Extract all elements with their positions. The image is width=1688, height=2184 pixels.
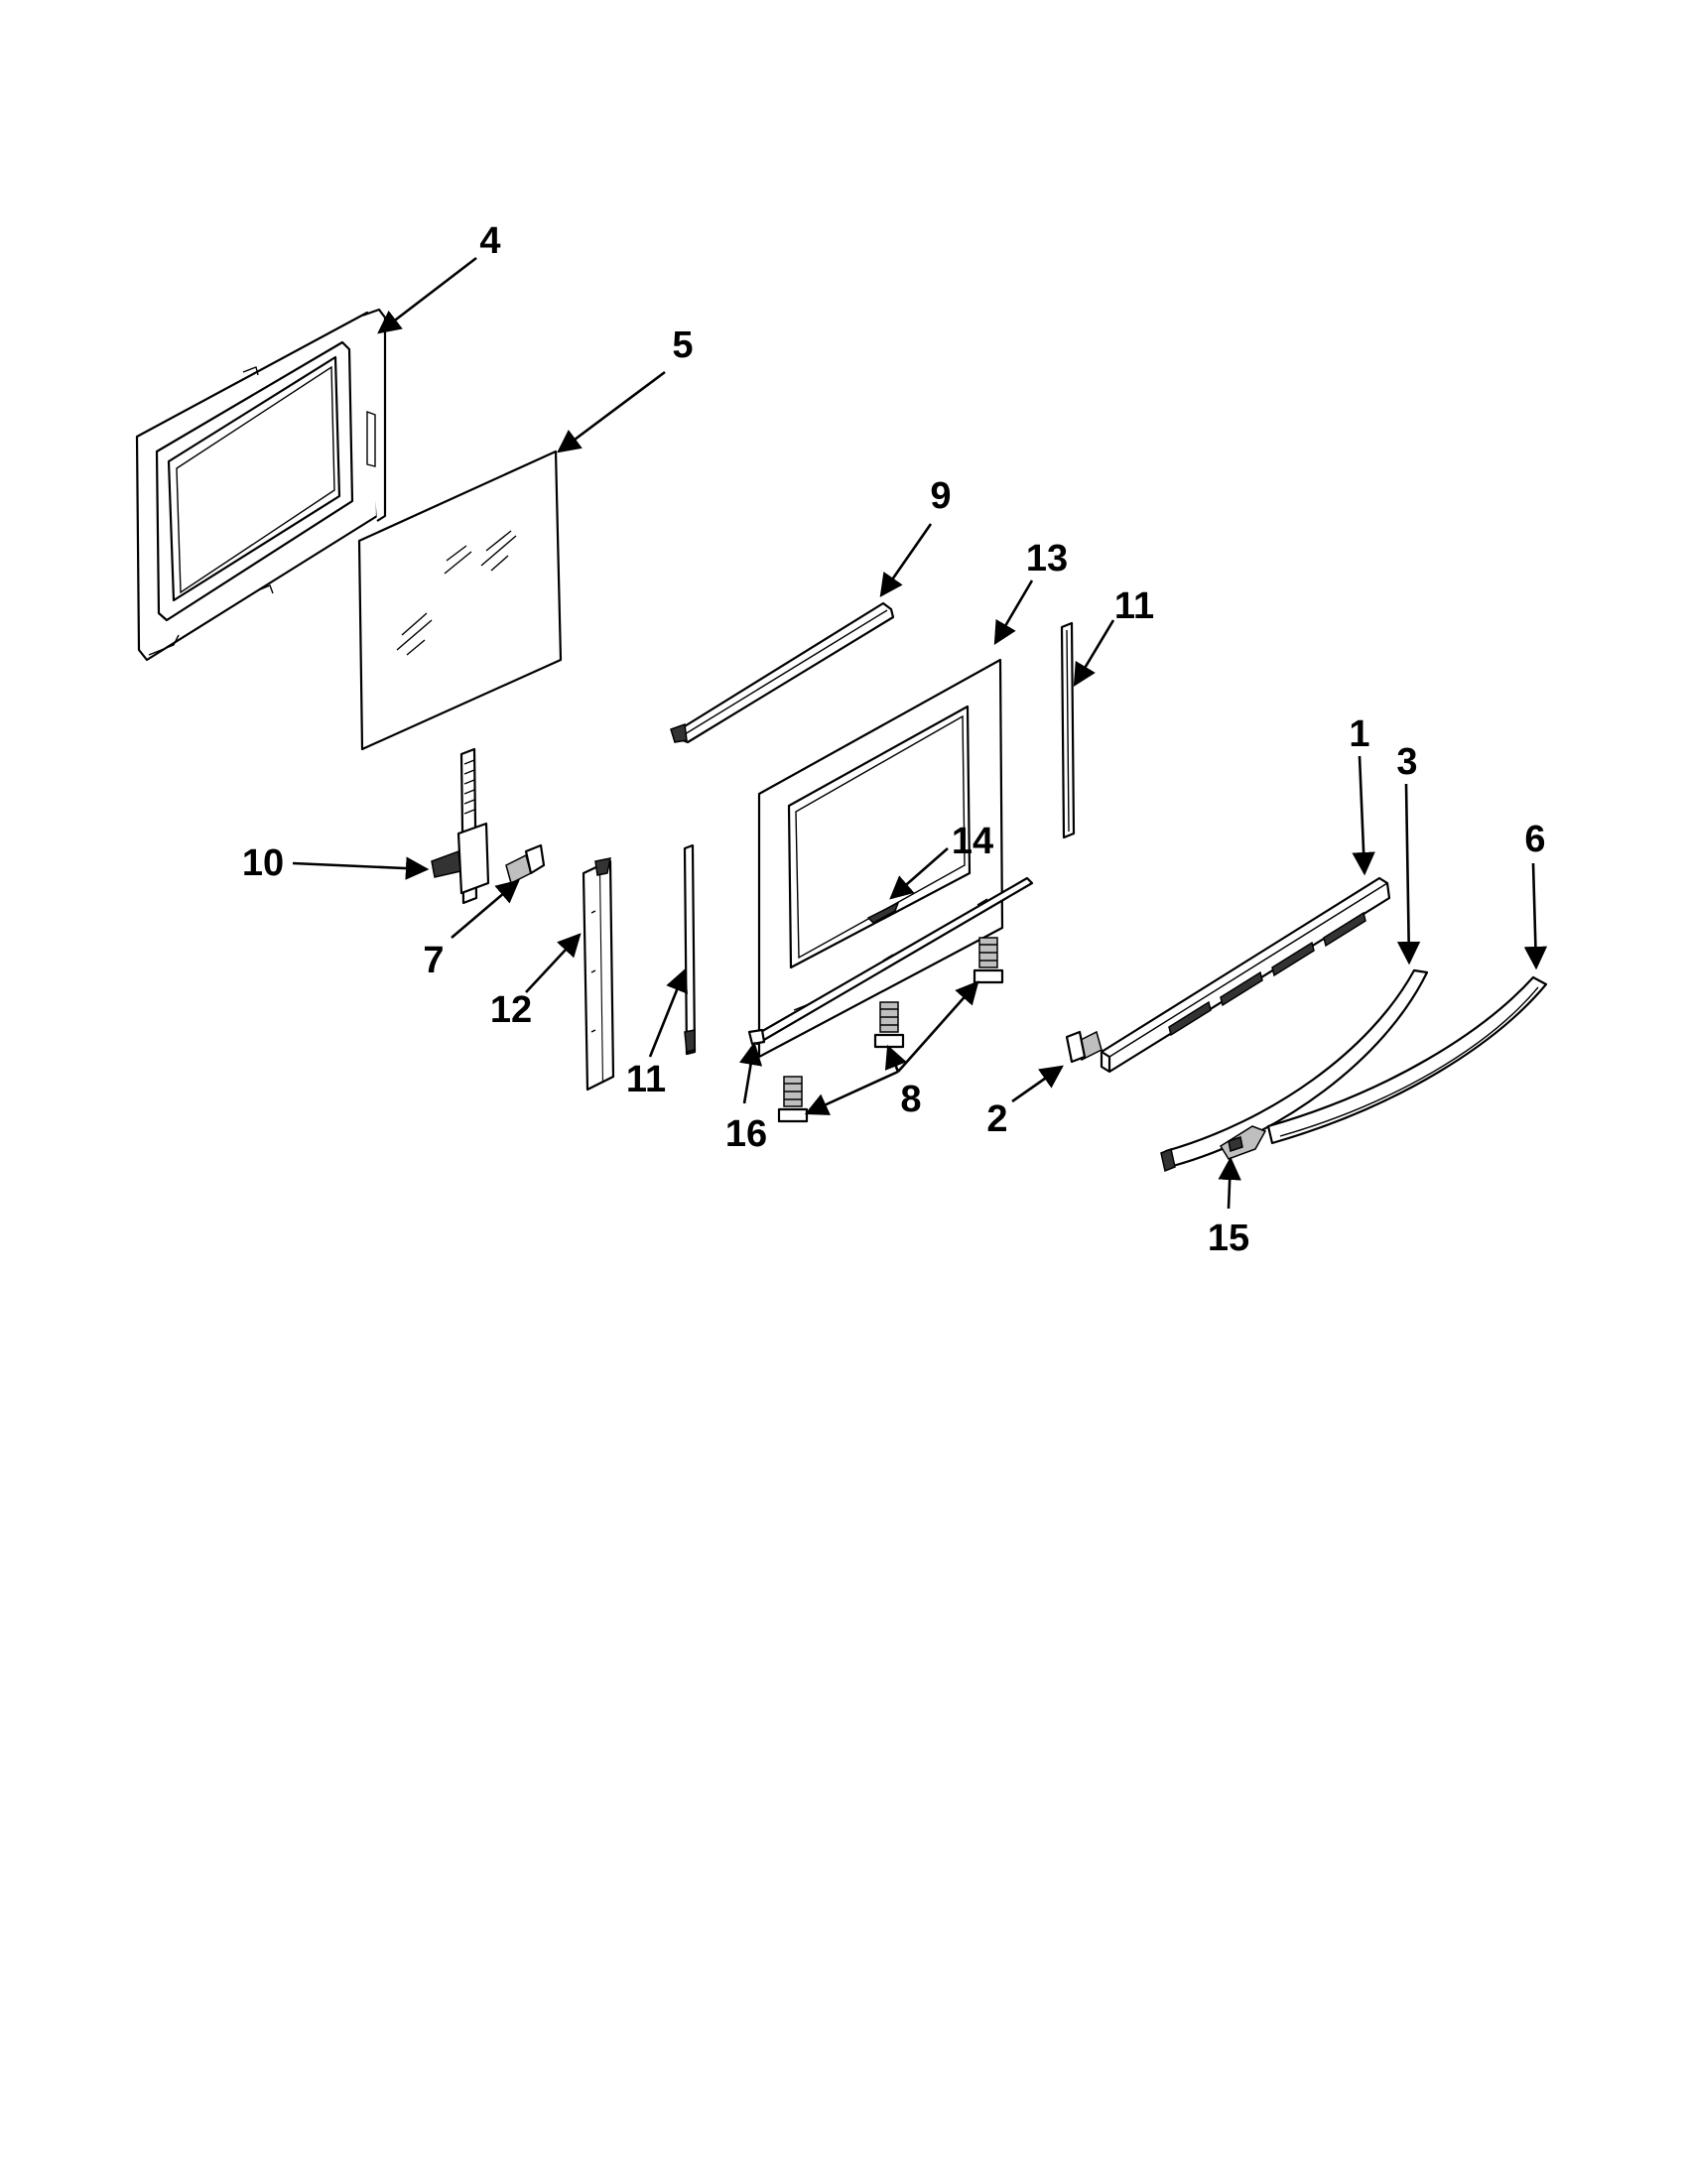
callout-7: 7	[423, 940, 444, 981]
part-7-hinge-screw	[505, 843, 546, 885]
callout-15: 15	[1208, 1218, 1249, 1259]
callout-6: 6	[1524, 819, 1545, 860]
callout-labels: 4 5 9 13 11 1 3 6 10 14 7 12 11 2 8 16 1…	[242, 220, 1546, 1259]
callout-11-right: 11	[1114, 585, 1154, 627]
screw-icon	[973, 937, 1004, 984]
callout-16: 16	[725, 1113, 767, 1155]
part-6-handle-overlay	[1266, 975, 1548, 1145]
callout-12: 12	[490, 989, 532, 1031]
callout-1: 1	[1349, 713, 1369, 755]
part-10-hinge	[431, 747, 490, 905]
part-8-screws	[777, 937, 1004, 1123]
callout-8: 8	[900, 1079, 921, 1120]
part-4-inner-door-frame	[135, 308, 387, 662]
part-9-top-trim	[670, 601, 895, 744]
callout-9: 9	[930, 475, 951, 517]
callout-11-left: 11	[626, 1059, 666, 1100]
part-11-side-strip-right	[1060, 621, 1076, 839]
part-13-outer-door-panel	[757, 658, 1004, 1059]
part-16-bottom-bracket	[747, 876, 1034, 1046]
callout-13: 13	[1026, 538, 1068, 579]
callout-2: 2	[986, 1098, 1007, 1140]
part-2-handle-screw	[1065, 1030, 1103, 1064]
leader-lines	[292, 256, 1548, 1210]
part-1-handle-bracket	[1100, 876, 1391, 1074]
callout-3: 3	[1396, 741, 1417, 783]
callout-14: 14	[952, 821, 993, 862]
callout-5: 5	[672, 324, 693, 366]
part-12-hinge-channel	[582, 857, 615, 1092]
callout-10: 10	[242, 842, 284, 884]
screw-icon	[777, 1076, 809, 1123]
screw-icon	[873, 1001, 905, 1049]
part-11-side-strip-left	[683, 843, 697, 1056]
part-5-glass-panel	[357, 450, 563, 751]
callout-4: 4	[479, 220, 500, 262]
